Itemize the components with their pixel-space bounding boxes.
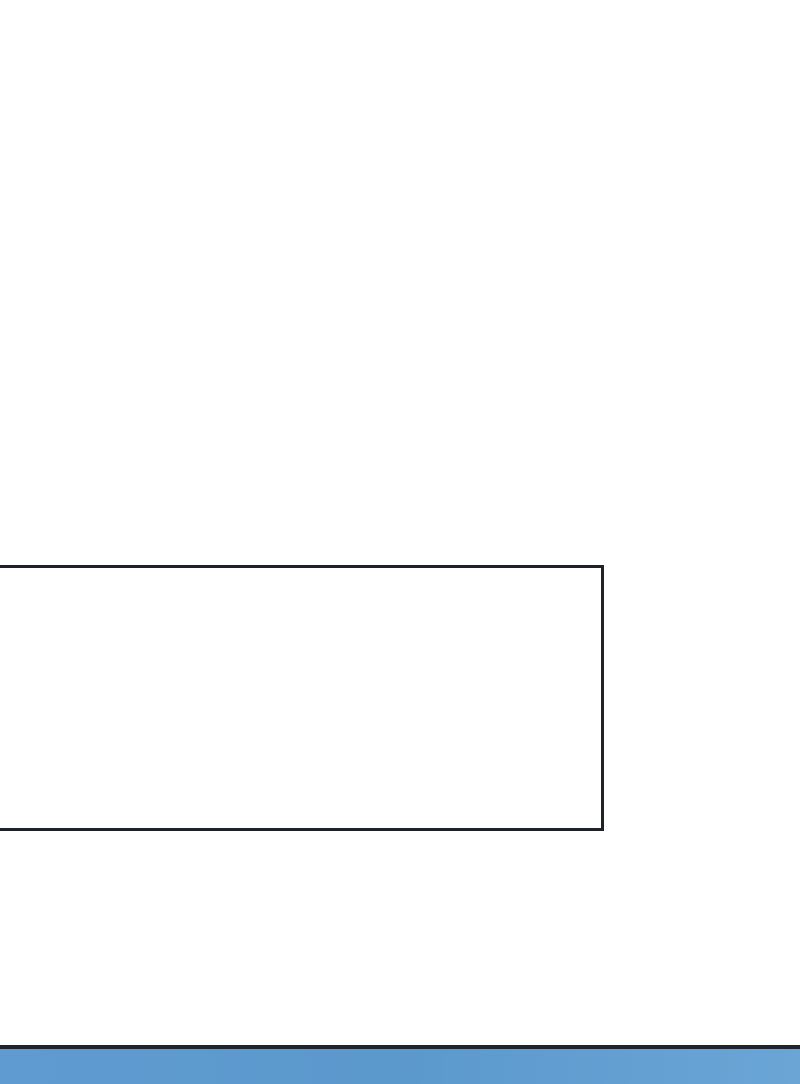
empty-panel	[0, 565, 604, 831]
taskbar[interactable]	[0, 1045, 800, 1084]
